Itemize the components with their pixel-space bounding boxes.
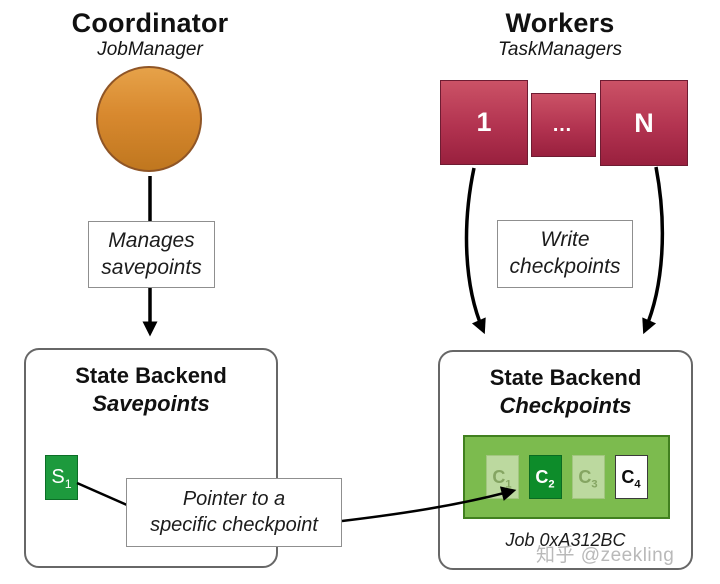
coordinator-title: Coordinator: [71, 8, 229, 38]
worker-node-ellipsis: …: [531, 93, 596, 157]
checkpoint-c1-label: C1: [492, 466, 512, 491]
savepoints-box-subtitle: Savepoints: [92, 390, 210, 416]
checkpoint-panel: C1 C2 C3 C4: [463, 435, 670, 519]
manages-savepoints-label: Manages savepoints: [88, 221, 215, 288]
checkpoints-box-subtitle: Checkpoints: [499, 392, 632, 418]
coordinator-subtitle: JobManager: [97, 39, 203, 60]
manages-savepoints-line2: savepoints: [101, 255, 202, 279]
savepoints-box-title: State Backend: [75, 363, 227, 388]
workers-subtitle: TaskManagers: [498, 39, 622, 60]
checkpoint-c1: C1: [485, 455, 519, 499]
pointer-annotation-line1: Pointer to a: [182, 487, 286, 510]
checkpoint-c3-label: C3: [578, 466, 598, 491]
worker-node-1-label: 1: [476, 107, 492, 137]
savepoint-s1-label: S1: [51, 466, 72, 491]
worker-node-n: N: [600, 80, 688, 166]
savepoint-s1: S1: [45, 455, 78, 500]
write-checkpoints-line2: checkpoints: [509, 255, 621, 278]
worker-node-n-label: N: [634, 107, 654, 138]
worker-node-1: 1: [440, 80, 528, 165]
pointer-annotation-line2: specific checkpoint: [150, 513, 318, 536]
checkpoint-c4: C4: [614, 455, 648, 499]
checkpoint-c3: C3: [571, 455, 605, 499]
workers-title: Workers: [505, 8, 615, 38]
write-checkpoints-label: Write checkpoints: [497, 220, 633, 288]
state-backend-savepoints-box: State Backend Savepoints S1: [24, 348, 278, 568]
checkpoints-box-title: State Backend: [489, 365, 642, 390]
write-checkpoints-line1: Write: [540, 228, 590, 252]
jobmanager-circle: [96, 66, 202, 172]
worker-node-ellipsis-label: …: [552, 113, 575, 136]
checkpoint-c2: C2: [528, 455, 562, 499]
state-backend-checkpoints-box: State Backend Checkpoints C1 C2 C3 C4 Jo…: [438, 350, 693, 570]
zhihu-watermark: 知乎 @zeekling: [536, 545, 675, 566]
job-id-label: Job 0xA312BC: [505, 530, 626, 550]
pointer-annotation-box: Pointer to a specific checkpoint: [126, 478, 342, 547]
checkpoint-c4-label: C4: [621, 466, 641, 491]
manages-savepoints-line1: Manages: [108, 228, 195, 252]
checkpoint-c2-label: C2: [535, 466, 555, 491]
